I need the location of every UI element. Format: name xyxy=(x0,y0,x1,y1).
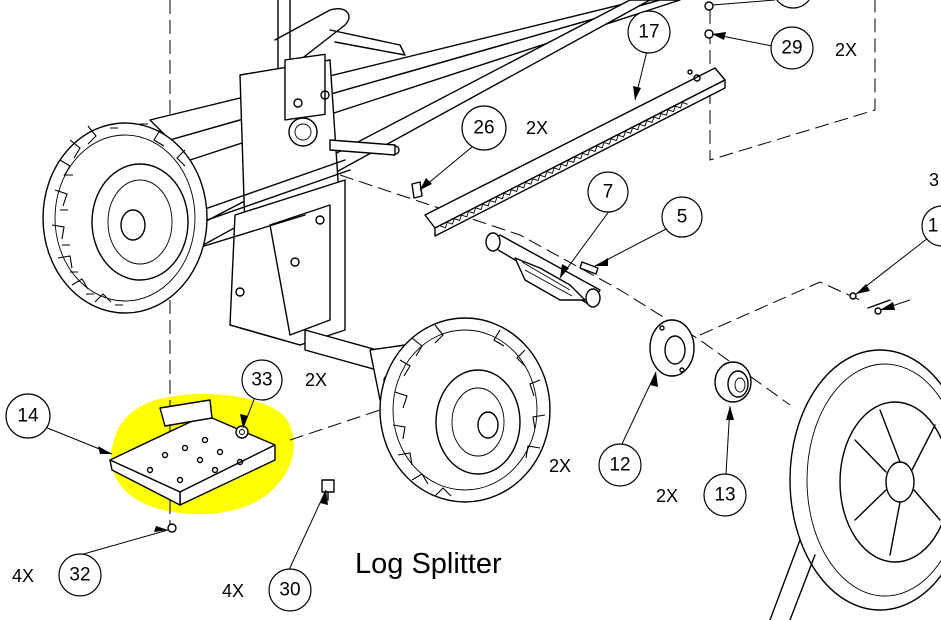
qty-26: 2X xyxy=(526,118,548,138)
callout-30: 30 xyxy=(268,568,312,612)
part-26-bolt xyxy=(411,181,423,199)
part-33-nut xyxy=(235,425,249,439)
callout-7: 7 xyxy=(587,171,629,213)
callout-17: 17 xyxy=(627,10,671,54)
part-30-bolt xyxy=(321,479,335,501)
svg-text:7: 7 xyxy=(603,182,614,203)
right-wheel xyxy=(379,317,551,503)
leader-lines xyxy=(39,0,929,573)
svg-text:12: 12 xyxy=(609,455,630,476)
callout-12: 12 xyxy=(598,443,642,487)
qty-30: 4X xyxy=(222,581,244,601)
svg-text:29: 29 xyxy=(781,38,802,59)
svg-text:30: 30 xyxy=(279,580,300,601)
part-13-bearing xyxy=(714,361,752,403)
svg-text:32: 32 xyxy=(69,565,90,586)
mount-line xyxy=(289,404,396,441)
frame-assembly xyxy=(144,0,681,401)
qty-33: 2X xyxy=(305,370,327,390)
diagram-title: Log Splitter xyxy=(355,548,502,580)
svg-text:5: 5 xyxy=(677,207,688,228)
part-1-pins xyxy=(849,292,891,315)
qty-12: 2X xyxy=(549,456,571,476)
qty-29: 2X xyxy=(835,40,857,60)
svg-text:1: 1 xyxy=(928,216,939,237)
large-pulley xyxy=(769,349,941,620)
svg-text:26: 26 xyxy=(473,118,494,139)
callout-3: 3 xyxy=(929,170,939,190)
part-29-washer xyxy=(704,1,714,39)
callout-14: 14 xyxy=(5,393,51,439)
callout-13: 13 xyxy=(703,473,747,517)
pin-line xyxy=(699,281,861,336)
callout-29: 29 xyxy=(770,26,814,70)
qty-13: 2X xyxy=(656,486,678,506)
part-7-pinion-shaft xyxy=(485,232,601,308)
callout-5: 5 xyxy=(661,196,703,238)
callout-33: 33 xyxy=(241,359,283,401)
part-32-nut xyxy=(167,523,177,533)
svg-text:14: 14 xyxy=(17,406,39,427)
svg-text:17: 17 xyxy=(638,22,659,43)
callout-26: 26 xyxy=(461,105,507,151)
dashed-bracket xyxy=(709,0,876,161)
qty-32: 4X xyxy=(12,566,34,586)
svg-text:33: 33 xyxy=(251,370,272,391)
part-14-mount-plate xyxy=(109,399,276,506)
callout-1: 1 xyxy=(921,205,941,247)
callout-32: 32 xyxy=(58,553,102,597)
part-17-rack xyxy=(424,67,726,237)
part-12-flange xyxy=(649,319,695,377)
callout-top-partial xyxy=(776,0,810,9)
left-wheel xyxy=(42,122,208,314)
svg-text:13: 13 xyxy=(714,485,735,506)
part-5-key xyxy=(579,261,599,275)
